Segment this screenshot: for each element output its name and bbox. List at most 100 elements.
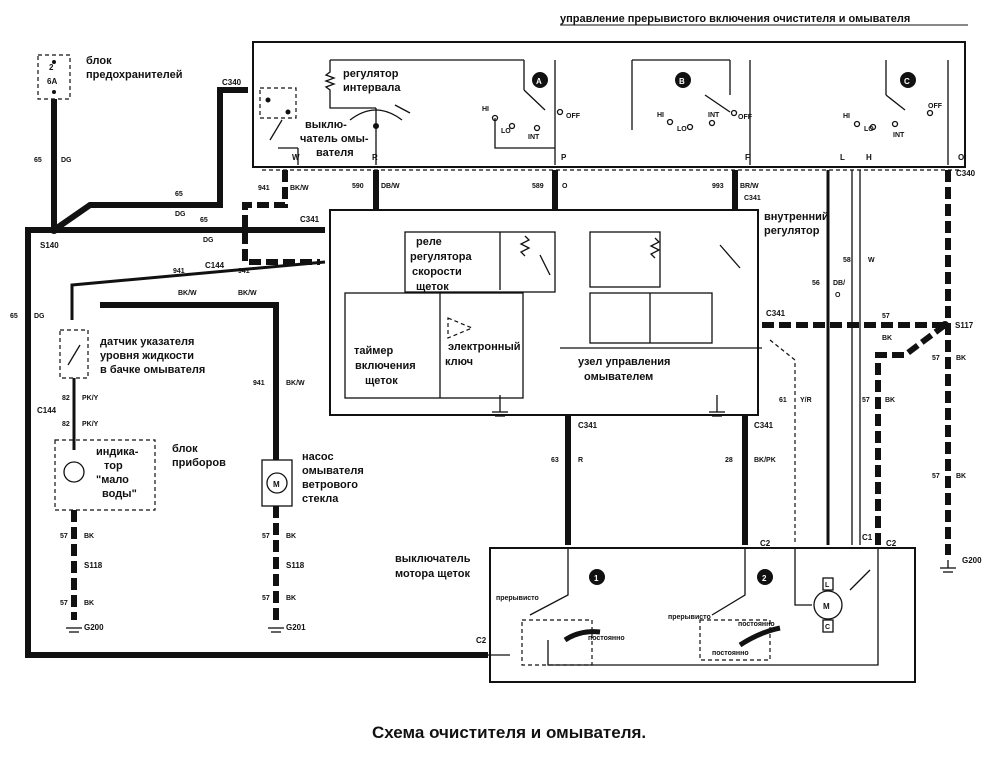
svg-text:63: 63 <box>551 457 559 464</box>
svg-text:выклю-: выклю- <box>305 119 347 131</box>
connector-c340-left: C340 <box>222 78 242 87</box>
svg-text:BK: BK <box>84 600 94 607</box>
svg-text:PK/Y: PK/Y <box>82 395 99 402</box>
svg-text:82: 82 <box>62 421 70 428</box>
svg-text:узел управления: узел управления <box>578 356 670 368</box>
svg-text:57: 57 <box>932 473 940 480</box>
svg-text:R: R <box>578 457 583 464</box>
svg-text:57: 57 <box>932 355 940 362</box>
svg-text:65: 65 <box>34 157 42 164</box>
svg-text:OFF: OFF <box>566 113 581 120</box>
svg-text:стекла: стекла <box>302 493 339 505</box>
svg-text:56: 56 <box>812 280 820 287</box>
wiper-motor-switch: выключатель мотора щеток C2 C1 C2 C2 1 2… <box>395 533 916 683</box>
wire-57-mid <box>875 322 947 545</box>
svg-text:BK/W: BK/W <box>290 185 309 192</box>
svg-text:57: 57 <box>862 397 870 404</box>
wire-61 <box>769 339 796 545</box>
interval-regulator: регулятор интервала <box>324 59 524 165</box>
svg-text:выключатель: выключатель <box>395 553 471 565</box>
svg-text:щеток: щеток <box>365 375 398 387</box>
svg-text:ключ: ключ <box>445 356 473 368</box>
svg-text:G201: G201 <box>286 623 306 632</box>
svg-text:индика-: индика- <box>96 446 139 458</box>
svg-text:OFF: OFF <box>738 114 753 121</box>
svg-text:O: O <box>835 292 841 299</box>
wire-65-b <box>52 87 248 233</box>
svg-text:омывателя: омывателя <box>302 465 364 477</box>
svg-text:BK/PK: BK/PK <box>754 457 776 464</box>
control-unit-title: управление прерывистого включения очисти… <box>560 13 910 25</box>
svg-text:в бачке омывателя: в бачке омывателя <box>100 364 205 376</box>
svg-text:скорости: скорости <box>412 266 462 278</box>
svg-text:82: 82 <box>62 395 70 402</box>
svg-text:1: 1 <box>594 574 599 583</box>
svg-text:INT: INT <box>708 112 720 119</box>
svg-text:W: W <box>292 153 300 162</box>
svg-text:C144: C144 <box>205 261 225 270</box>
svg-text:57: 57 <box>60 533 68 540</box>
wire-941-c <box>100 302 279 460</box>
fluid-level-sensor: датчик указателя уровня жидкости в бачке… <box>59 329 205 379</box>
svg-text:G200: G200 <box>84 623 104 632</box>
svg-text:регулятор: регулятор <box>343 68 399 80</box>
control-unit-box <box>252 41 966 168</box>
svg-text:S118: S118 <box>286 561 305 570</box>
svg-text:O: O <box>562 183 568 190</box>
svg-text:C341: C341 <box>744 195 761 202</box>
low-fluid-indicator: индика- тор "мало воды" блок приборов <box>54 439 226 511</box>
svg-text:BK: BK <box>956 355 966 362</box>
svg-text:вателя: вателя <box>316 147 354 159</box>
control-unit-terminals: W R P F L H O <box>292 153 964 162</box>
wire-65-d <box>25 227 488 658</box>
svg-text:57: 57 <box>60 600 68 607</box>
svg-text:57: 57 <box>262 533 270 540</box>
svg-text:насос: насос <box>302 451 334 463</box>
svg-text:941: 941 <box>258 185 270 192</box>
svg-text:28: 28 <box>725 457 733 464</box>
svg-text:предохранителей: предохранителей <box>86 69 183 81</box>
svg-text:DB/: DB/ <box>833 280 845 287</box>
svg-text:BK: BK <box>882 335 892 342</box>
svg-text:DG: DG <box>175 211 186 218</box>
svg-text:INT: INT <box>893 132 905 139</box>
svg-text:941: 941 <box>253 380 265 387</box>
wash-switch: выклю- чатель омы- вателя <box>259 87 369 165</box>
svg-text:65: 65 <box>175 191 183 198</box>
svg-text:W: W <box>868 257 875 264</box>
svg-text:ветрового: ветрового <box>302 479 358 491</box>
svg-text:590: 590 <box>352 183 364 190</box>
fuse-block: 2 6A блок предохранителей <box>37 54 183 100</box>
svg-text:993: 993 <box>712 183 724 190</box>
svg-text:чатель омы-: чатель омы- <box>300 133 369 145</box>
svg-text:DG: DG <box>61 157 72 164</box>
svg-text:M: M <box>273 480 280 489</box>
svg-text:реле: реле <box>416 236 442 248</box>
svg-text:LO: LO <box>677 126 687 133</box>
wire-941-b <box>70 260 326 320</box>
svg-text:блок: блок <box>172 443 198 455</box>
svg-text:блок: блок <box>86 55 112 67</box>
svg-text:прерывисто: прерывисто <box>496 595 539 602</box>
svg-text:внутренний: внутренний <box>764 211 829 223</box>
svg-text:LO: LO <box>864 126 874 133</box>
svg-text:включения: включения <box>355 360 416 372</box>
switch-b: B HI LO INT OFF <box>631 59 753 165</box>
svg-text:57: 57 <box>882 313 890 320</box>
svg-text:прерывисто: прерывисто <box>668 614 711 621</box>
svg-text:58: 58 <box>843 257 851 264</box>
svg-text:воды": воды" <box>102 488 137 500</box>
svg-text:BK: BK <box>885 397 895 404</box>
svg-text:BR/W: BR/W <box>740 183 759 190</box>
connector-c340-right: C340 <box>956 169 976 178</box>
svg-text:P: P <box>561 153 567 162</box>
svg-text:G200: G200 <box>962 556 982 565</box>
svg-text:BK: BK <box>286 595 296 602</box>
svg-text:C144: C144 <box>37 406 57 415</box>
svg-text:BK/W: BK/W <box>286 380 305 387</box>
svg-text:BK/W: BK/W <box>238 290 257 297</box>
svg-text:постоянно: постоянно <box>712 650 749 657</box>
svg-text:LO: LO <box>501 128 511 135</box>
svg-text:DG: DG <box>34 313 45 320</box>
svg-text:61: 61 <box>779 397 787 404</box>
